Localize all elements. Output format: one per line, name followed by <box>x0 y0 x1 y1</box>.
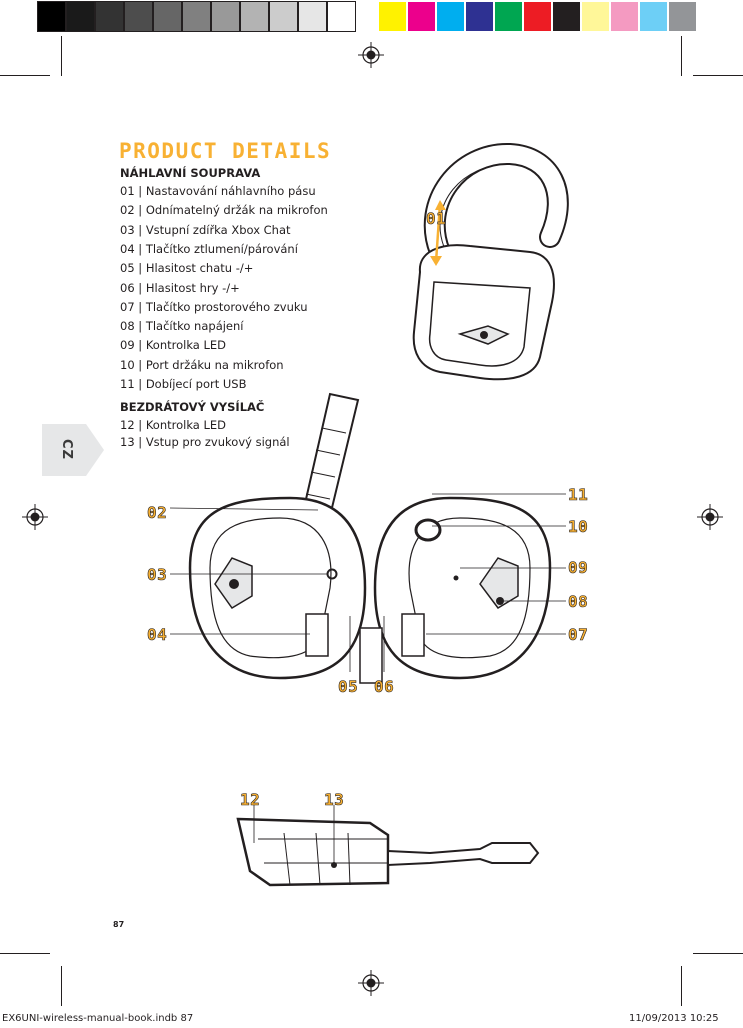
crop-mark <box>61 966 62 1006</box>
color-swatch <box>466 2 493 31</box>
list-item: 08 | Tlačítko napájení <box>120 319 244 334</box>
crop-mark <box>61 36 62 76</box>
language-tab-label: CZ <box>58 439 74 460</box>
color-swatch <box>298 1 327 32</box>
color-swatch <box>611 2 638 31</box>
callout-06: 06 <box>374 677 395 697</box>
color-swatch <box>408 2 435 31</box>
headset-side-illustration <box>412 143 569 381</box>
crop-mark <box>0 953 50 954</box>
callout-03: 03 <box>147 565 168 585</box>
color-swatch <box>553 2 580 31</box>
transmitter-section-title: BEZDRÁTOVÝ VYSÍLAČ <box>120 400 265 414</box>
color-swatch <box>640 2 667 31</box>
callout-13: 13 <box>324 790 345 810</box>
registration-mark-icon <box>697 504 723 530</box>
color-swatch <box>240 1 269 32</box>
callout-05: 05 <box>338 677 359 697</box>
page-number: 87 <box>113 920 125 929</box>
transmitter-illustration <box>236 805 540 887</box>
crop-mark <box>693 75 743 76</box>
color-swatch <box>182 1 211 32</box>
list-item: 12 | Kontrolka LED <box>120 418 227 432</box>
callout-07: 07 <box>568 625 589 645</box>
list-item: 06 | Hlasitost hry -/+ <box>120 280 240 295</box>
callout-09: 09 <box>568 558 589 578</box>
headset-section-title: NÁHLAVNÍ SOUPRAVA <box>120 166 261 180</box>
color-swatch <box>327 1 356 32</box>
slug-datetime: 11/09/2013 10:25 <box>629 1013 719 1024</box>
callout-10: 10 <box>568 517 589 537</box>
color-swatch <box>524 2 551 31</box>
registration-mark-icon <box>22 504 48 530</box>
registration-mark-icon <box>358 42 384 68</box>
color-swatch <box>37 1 66 32</box>
list-item: 03 | Vstupní zdířka Xbox Chat <box>120 222 291 237</box>
color-swatch <box>66 1 95 32</box>
list-item: 13 | Vstup pro zvukový signál <box>120 434 290 449</box>
slug-filename: EX6UNI-wireless-manual-book.indb 87 <box>2 1013 194 1024</box>
list-item: 09 | Kontrolka LED <box>120 338 227 353</box>
list-item: 11 | Dobíjecí port USB <box>120 377 247 391</box>
headset-front-illustration <box>170 392 566 684</box>
crop-mark <box>0 75 50 76</box>
language-tab: CZ <box>42 424 104 476</box>
list-item: 01 | Nastavování náhlavního pásu <box>120 184 316 198</box>
crop-mark <box>681 36 682 76</box>
color-swatch <box>95 1 124 32</box>
color-swatch <box>379 2 406 31</box>
color-swatch <box>269 1 298 32</box>
color-swatch <box>495 2 522 31</box>
color-swatch <box>437 2 464 31</box>
callout-02: 02 <box>147 503 168 523</box>
list-item: 02 | Odnímatelný držák na mikrofon <box>120 203 328 218</box>
callout-01: 01 <box>426 209 447 229</box>
crop-mark <box>693 953 743 954</box>
list-item: 07 | Tlačítko prostorového zvuku <box>120 299 308 314</box>
callout-08: 08 <box>568 592 589 612</box>
list-item: 10 | Port držáku na mikrofon <box>120 357 284 372</box>
color-swatch <box>153 1 182 32</box>
color-swatch <box>211 1 240 32</box>
list-item: 05 | Hlasitost chatu -/+ <box>120 261 254 276</box>
callout-04: 04 <box>147 625 168 645</box>
registration-mark-icon <box>358 970 384 996</box>
page-title: PRODUCT DETAILS <box>119 139 332 163</box>
callout-11: 11 <box>568 485 589 505</box>
list-item: 04 | Tlačítko ztlumení/párování <box>120 241 298 256</box>
color-swatch <box>582 2 609 31</box>
color-swatch <box>669 2 696 31</box>
color-swatch <box>124 1 153 32</box>
callout-12: 12 <box>240 790 261 810</box>
crop-mark <box>681 966 682 1006</box>
